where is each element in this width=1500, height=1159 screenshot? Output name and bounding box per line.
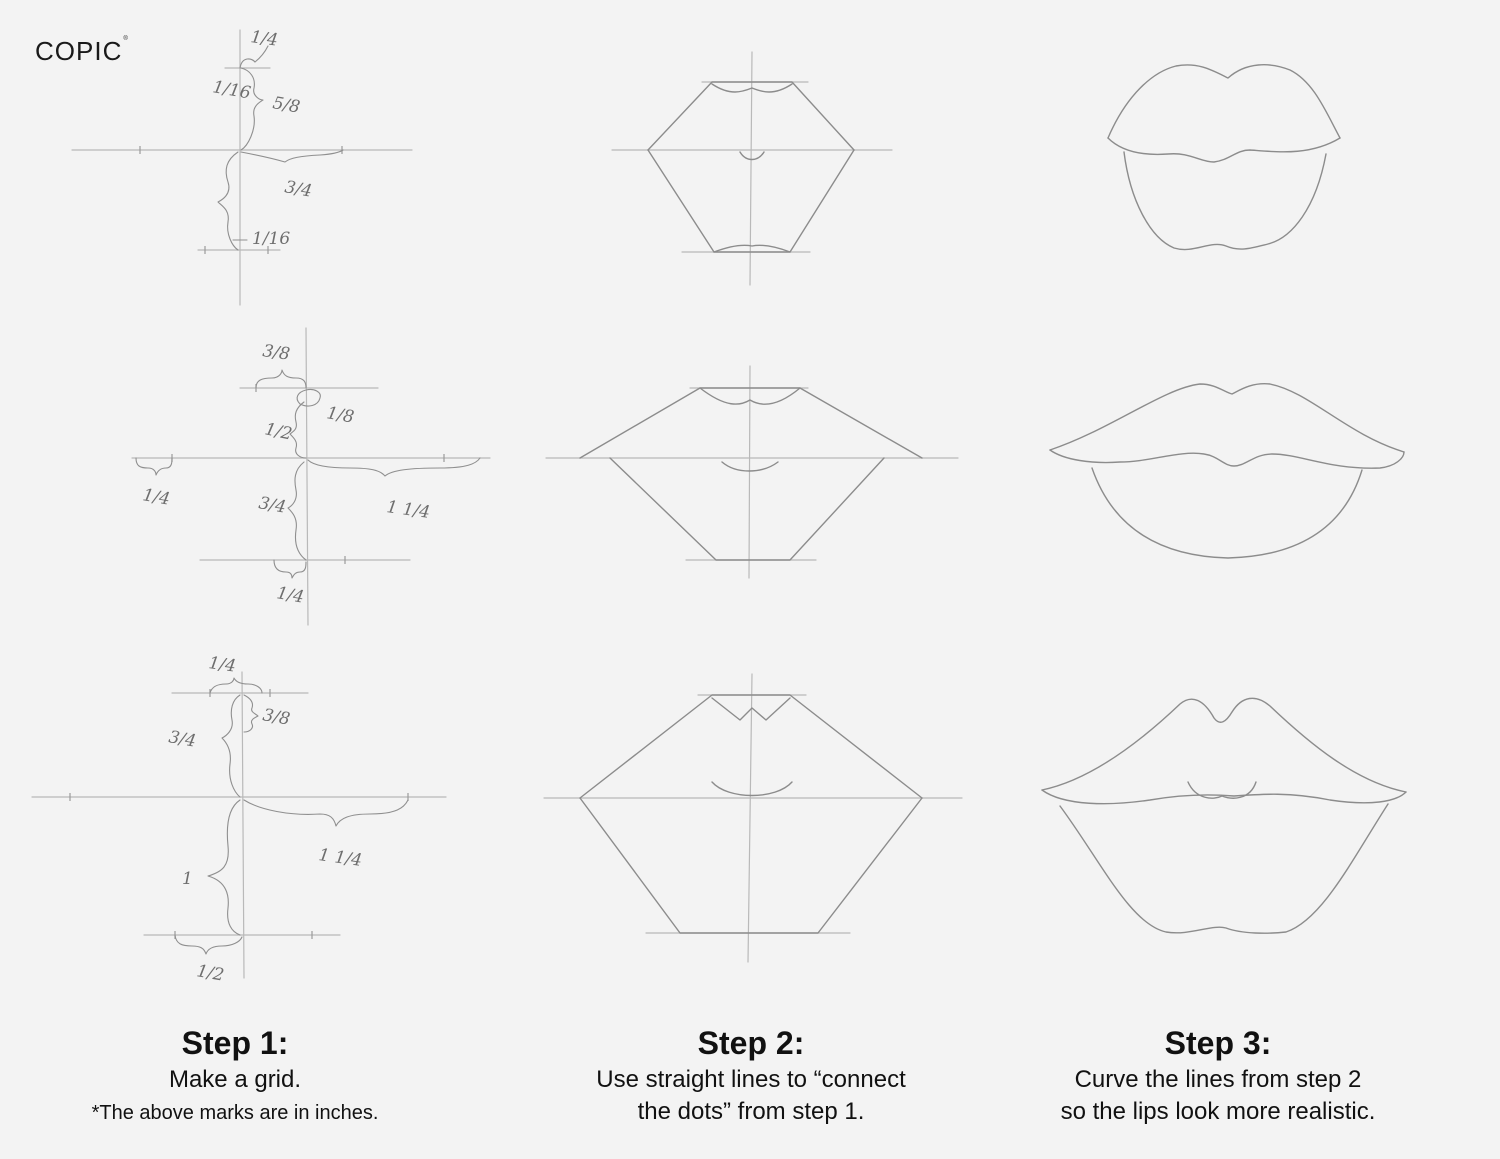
step3-lips-row3 [1041, 697, 1407, 934]
registered-mark: ® [123, 36, 129, 42]
step1-note: *The above marks are in inches. [91, 1102, 379, 1124]
step2row-label-one-and-quarter: 1 1/4 [385, 497, 431, 523]
step2-lips-row3 [543, 673, 963, 963]
step1-grid-row1: 1/4 1/16 5/8 3/4 1/16 [71, 27, 413, 306]
step1-label-sixteenth-bottom: 1/16 [252, 229, 290, 249]
step1-caption: Step 1: Make a grid. *The above marks ar… [0, 1022, 475, 1128]
step1-label-three-quarters: 3/4 [283, 177, 313, 201]
step2-lips-row1 [611, 51, 893, 286]
logo-text: COPIC [35, 36, 123, 66]
step2-title: Step 2: [697, 1025, 805, 1061]
step2-lips-row2 [545, 365, 959, 579]
step2-caption: Step 2: Use straight lines to “connect t… [511, 1022, 991, 1128]
step3row-label-one-and-quarter: 1 1/4 [317, 845, 363, 871]
step2-text-line2: the dots” from step 1. [637, 1098, 865, 1125]
step2row-label-three-eighths: 3/8 [261, 341, 291, 365]
lip-drawing-tutorial-diagram: 1/4 1/16 5/8 3/4 1/16 3/8 1/8 1/2 1/4 3/… [31, 27, 1407, 986]
step3-title: Step 3: [1164, 1025, 1272, 1061]
step1-label-sixteenth-top: 1/16 [211, 77, 252, 103]
step3row-label-quarter-top: 1/4 [207, 653, 237, 677]
step3row-label-half: 1/2 [195, 961, 225, 985]
step1-label-five-eighths: 5/8 [271, 93, 302, 117]
copic-logo: COPIC® [35, 36, 129, 67]
step3-text-line2: so the lips look more realistic. [1060, 1098, 1376, 1125]
step2row-label-quarter-bottom: 1/4 [275, 583, 305, 607]
step3row-label-three-quarters: 3/4 [167, 727, 197, 751]
step2row-label-quarter-left: 1/4 [141, 485, 171, 509]
step3-text-line1: Curve the lines from step 2 [1074, 1066, 1362, 1093]
step3row-label-one: 1 [182, 869, 193, 889]
step1-text: Make a grid. [168, 1066, 302, 1093]
step3-caption: Step 3: Curve the lines from step 2 so t… [978, 1022, 1458, 1128]
step1-label-quarter-top: 1/4 [249, 27, 279, 51]
step2-text-line1: Use straight lines to “connect [596, 1066, 906, 1093]
step3row-label-three-eighths: 3/8 [261, 705, 292, 729]
step3-lips-row2 [1049, 382, 1405, 559]
step1-title: Step 1: [181, 1025, 289, 1061]
step2row-label-half: 1/2 [263, 419, 294, 444]
step3-lips-row1 [1107, 64, 1341, 251]
step1-grid-row3: 1/4 3/8 3/4 1 1/4 1 1/2 [31, 653, 447, 986]
step1-grid-row2: 3/8 1/8 1/2 1/4 3/4 1 1/4 1/4 [131, 327, 491, 626]
step2row-label-three-quarters: 3/4 [257, 493, 287, 517]
step2row-label-eighth: 1/8 [325, 403, 356, 427]
